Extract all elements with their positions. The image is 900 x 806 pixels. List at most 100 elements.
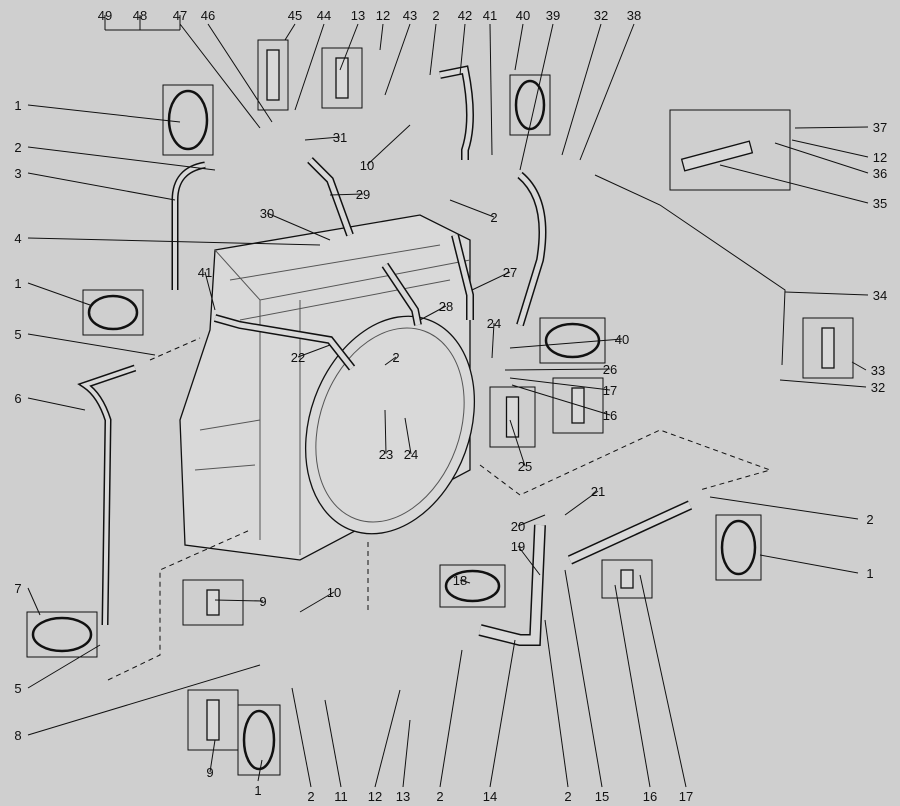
leader-line (291, 687, 312, 788)
hose-clamp-icon (514, 79, 546, 131)
leader-line (27, 397, 86, 411)
callout-label: 9 (206, 765, 213, 780)
leader-line (294, 23, 325, 111)
leader-line (329, 193, 364, 196)
bracket-icon (266, 49, 280, 101)
callout-label: 10 (327, 585, 341, 600)
detail-box (321, 47, 363, 109)
leader-line (851, 361, 867, 371)
callout-label: 46 (201, 8, 215, 23)
callout-label: 1 (254, 783, 261, 798)
leader-line (564, 569, 603, 788)
detail-box (26, 611, 98, 658)
callout-label: 30 (260, 206, 274, 221)
leader-line (759, 554, 859, 574)
detail-box (489, 386, 536, 448)
leader-line (297, 344, 331, 358)
callout-label: 15 (595, 789, 609, 804)
detail-boxes (26, 39, 854, 776)
callout-label: 17 (679, 789, 693, 804)
callout-label: 47 (173, 8, 187, 23)
callout-label: 6 (14, 391, 21, 406)
detail-box (552, 377, 604, 434)
detail-box (715, 514, 762, 581)
leader-line (209, 739, 216, 773)
callout-label: 13 (351, 8, 365, 23)
hose-clamp-icon (31, 616, 93, 653)
callout-label: 22 (291, 350, 305, 365)
callout-label: 43 (403, 8, 417, 23)
callout-label: 34 (873, 288, 887, 303)
callout-label: 7 (14, 581, 21, 596)
leader-line (579, 23, 635, 161)
leader-line (384, 409, 387, 455)
leader-line (384, 23, 411, 96)
hose-clamp-icon (87, 294, 139, 331)
detail-box (601, 559, 653, 599)
leader-line (339, 23, 359, 71)
leader-line (402, 719, 411, 788)
leader-line (564, 490, 599, 516)
radiator-assembly (179, 214, 476, 561)
callout-label: 3 (14, 166, 21, 181)
leader-line (419, 305, 447, 321)
leader-line (204, 271, 216, 311)
detail-box (182, 579, 244, 626)
callout-label: 24 (487, 316, 501, 331)
callout-label: 12 (376, 8, 390, 23)
callout-label: 28 (439, 299, 453, 314)
detail-box (802, 317, 854, 379)
leader-line (719, 164, 869, 204)
drain-icon (505, 396, 520, 438)
callout-label: 20 (511, 519, 525, 534)
callout-label: 44 (317, 8, 331, 23)
callout-label: 41 (198, 265, 212, 280)
callout-label: 33 (871, 363, 885, 378)
callout-label: 26 (603, 362, 617, 377)
callout-label: 41 (483, 8, 497, 23)
callout-label: 19 (511, 539, 525, 554)
leader-line (459, 579, 471, 584)
leader-line (791, 139, 869, 158)
leader-line (544, 619, 569, 788)
callout-label: 16 (603, 408, 617, 423)
hose-clamp-icon (167, 89, 209, 151)
callout-label: 36 (873, 166, 887, 181)
callout-label: 49 (98, 8, 112, 23)
callout-label: 12 (368, 789, 382, 804)
leader-line (266, 212, 331, 241)
callout-label: 38 (627, 8, 641, 23)
hose-clamp-icon (720, 519, 757, 576)
leader-line (439, 649, 463, 788)
callout-label: 9 (259, 594, 266, 609)
leader-line (774, 142, 869, 174)
leader-line (639, 574, 687, 788)
detail-box (257, 39, 289, 111)
leader-line (514, 23, 524, 71)
leader-line (429, 23, 437, 76)
leader-line (519, 23, 554, 171)
leader-line (784, 291, 869, 296)
leader-line (449, 199, 495, 218)
callout-label: 21 (591, 484, 605, 499)
detail-box (439, 564, 506, 608)
leader-line (489, 23, 493, 156)
bolt-icon (335, 57, 349, 99)
leader-line (509, 419, 526, 467)
callout-label: 24 (404, 447, 418, 462)
callout-label: 2 (564, 789, 571, 804)
leader-line (207, 23, 273, 123)
callout-label: 1 (14, 276, 21, 291)
callout-label: 39 (546, 8, 560, 23)
callout-label: 29 (356, 187, 370, 202)
callout-label: 45 (288, 8, 302, 23)
callout-label: 32 (594, 8, 608, 23)
leader-line (509, 377, 611, 391)
leader-lines (27, 23, 869, 788)
leader-line (511, 384, 611, 416)
callout-label: 10 (360, 158, 374, 173)
leader-line (489, 639, 516, 788)
detail-box (82, 289, 144, 336)
